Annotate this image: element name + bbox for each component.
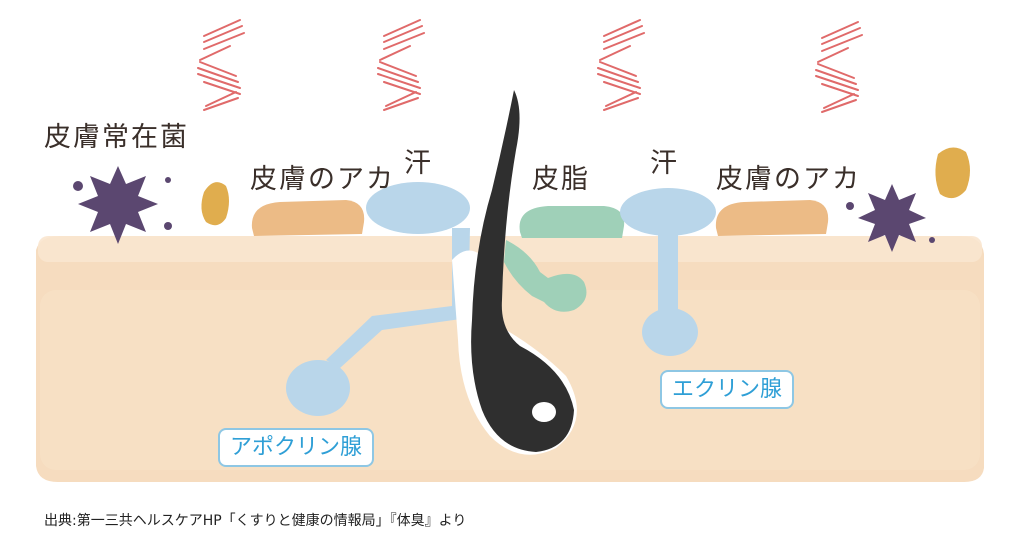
eccrine-gland-label: エクリン腺: [660, 370, 795, 410]
eccrine-gland: [620, 188, 716, 356]
sebum-surface: [519, 206, 625, 238]
sweat-label-left: 汗: [404, 148, 433, 179]
odor-waves: [197, 19, 863, 113]
skin-dirt-label-left: 皮膚のアカ: [250, 164, 395, 195]
bacteria-label: 皮膚常在菌: [44, 122, 189, 153]
apocrine-gland: [286, 182, 470, 416]
yellow-bacteria-right: [935, 147, 970, 199]
odor-wave-2: [377, 19, 425, 111]
sebaceous-gland: [504, 240, 587, 312]
sebum-label: 皮脂: [532, 164, 590, 195]
skin-dirt-right: [715, 200, 829, 236]
hair-bulb-papilla: [532, 402, 556, 422]
apocrine-gland-label: アポクリン腺: [218, 428, 375, 468]
hair-strand: [471, 90, 574, 452]
source-citation: 出典:第一三共ヘルスケアHP「くすりと健康の情報局」『体臭』より: [44, 513, 467, 529]
odor-wave-4: [815, 21, 863, 113]
bacteria-right: [846, 184, 935, 252]
bacteria-left: [73, 166, 172, 244]
odor-wave-3: [597, 19, 645, 111]
odor-wave-1: [197, 19, 245, 111]
sweat-label-right: 汗: [650, 148, 679, 179]
skin-dirt-left: [251, 200, 365, 236]
yellow-bacteria-left: [201, 182, 229, 226]
skin-dirt-label-right: 皮膚のアカ: [716, 164, 861, 195]
